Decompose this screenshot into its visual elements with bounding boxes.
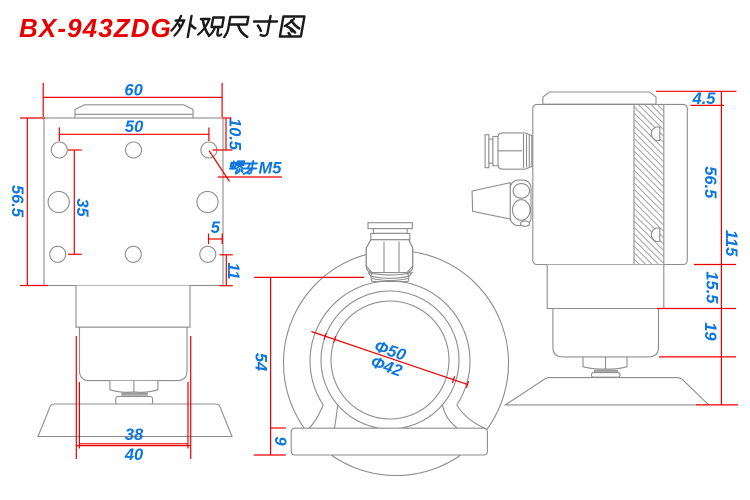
svg-text:60: 60: [124, 82, 143, 100]
svg-text:M5: M5: [259, 160, 283, 178]
svg-text:115: 115: [722, 230, 740, 257]
svg-text:5: 5: [211, 219, 221, 237]
svg-text:9: 9: [271, 436, 289, 446]
svg-text:54: 54: [251, 353, 269, 371]
svg-text:40: 40: [124, 446, 144, 464]
svg-text:4.5: 4.5: [692, 90, 717, 108]
svg-text:38: 38: [125, 426, 144, 444]
svg-text:19: 19: [701, 322, 719, 341]
svg-text:10.5: 10.5: [226, 118, 244, 151]
svg-text:56.5: 56.5: [701, 166, 719, 199]
svg-text:50: 50: [125, 118, 144, 136]
svg-text:35: 35: [73, 198, 91, 217]
svg-text:56.5: 56.5: [8, 185, 26, 218]
svg-text:BX-943ZDG: BX-943ZDG: [19, 13, 172, 43]
svg-text:11: 11: [224, 262, 242, 279]
svg-text:15.5: 15.5: [702, 271, 720, 304]
